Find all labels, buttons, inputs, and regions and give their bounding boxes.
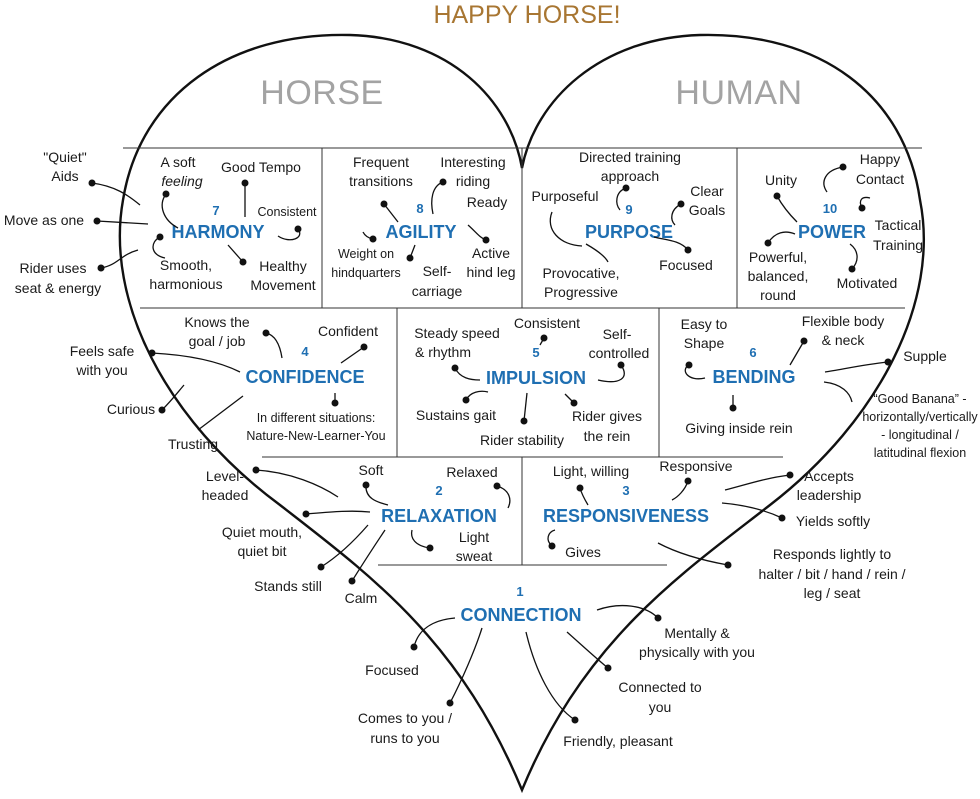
section-name: BENDING [712, 367, 795, 387]
section-number: 8 [416, 201, 423, 216]
label-quiet-aids: "Quiet"Aids [43, 149, 86, 184]
label-trusting: Trusting [168, 436, 218, 452]
label-friendly-pleasant: Friendly, pleasant [563, 733, 673, 749]
section-number: 1 [516, 584, 523, 599]
label-powerful-balanced-round: Powerful,balanced,round [748, 249, 809, 303]
label-giving-inside-rein: Giving inside rein [685, 420, 792, 436]
section-number: 9 [625, 202, 632, 217]
label-flexible-body: Flexible body& neck [802, 313, 885, 348]
section-harmony: 7 HARMONY "Quiet"Aids A soft feeling Goo… [4, 149, 317, 296]
label-confident: Confident [318, 323, 378, 339]
label-focused-connection: Focused [365, 662, 419, 678]
label-soft: Soft [359, 462, 384, 478]
label-motivated: Motivated [837, 275, 898, 291]
label-quiet-mouth: Quiet mouth,quiet bit [222, 524, 302, 559]
side-label-human: HUMAN [675, 74, 802, 112]
label-supple: Supple [903, 348, 947, 364]
section-name: CONFIDENCE [245, 367, 364, 387]
section-name: IMPULSION [486, 368, 586, 388]
heart-outline [118, 33, 925, 794]
section-name: PURPOSE [585, 222, 673, 242]
diagram-title: HAPPY HORSE! [433, 1, 620, 29]
label-good-banana: “Good Banana” -horizontally/vertically- … [862, 392, 978, 460]
label-a-soft: A soft [160, 154, 195, 170]
label-level-headed: Level-headed [202, 468, 249, 503]
label-purposeful: Purposeful [532, 188, 599, 204]
label-curious: Curious [107, 401, 155, 417]
section-name: AGILITY [386, 222, 457, 242]
label-feeling: feeling [161, 173, 202, 189]
section-connection: 1 CONNECTION Mentally &physically with y… [358, 584, 755, 749]
label-consistent-impulsion: Consistent [514, 315, 580, 331]
label-light-willing: Light, willing [553, 463, 629, 479]
section-number: 2 [435, 483, 442, 498]
section-name: RELAXATION [381, 506, 497, 526]
label-yields-softly: Yields softly [796, 513, 870, 529]
label-steady-speed: Steady speed& rhythm [414, 325, 500, 360]
section-number: 6 [749, 345, 756, 360]
section-number: 3 [622, 483, 629, 498]
label-rider-stability: Rider stability [480, 432, 564, 448]
section-number: 4 [301, 344, 309, 359]
label-self-controlled: Self-controlled [589, 326, 650, 361]
label-stands-still: Stands still [254, 578, 322, 594]
label-consistent-harmony: Consistent [257, 205, 317, 219]
label-relaxed: Relaxed [446, 464, 497, 480]
section-relaxation: 2 RELAXATION Level-headed Soft Relaxed Q… [202, 462, 511, 606]
label-sustains-gait: Sustains gait [416, 407, 496, 423]
label-responsive: Responsive [659, 458, 732, 474]
section-number: 7 [212, 203, 219, 218]
section-impulsion: 5 IMPULSION Steady speed& rhythm Consist… [414, 315, 649, 448]
section-responsiveness: 3 RESPONSIVENESS Light, willing Responsi… [543, 458, 906, 601]
section-grid [123, 147, 922, 566]
section-name: HARMONY [172, 222, 265, 242]
label-good-tempo: Good Tempo [221, 159, 301, 175]
label-self-carriage: Self-carriage [412, 263, 463, 299]
label-ready: Ready [467, 194, 507, 210]
section-name: POWER [798, 222, 866, 242]
section-number: 10 [823, 201, 837, 216]
section-name: CONNECTION [461, 605, 582, 625]
label-smooth: Smooth,harmonious [149, 257, 222, 292]
label-move-as-one: Move as one [4, 212, 84, 228]
label-mentally-physically: Mentally &physically with you [639, 625, 755, 660]
label-gives: Gives [565, 544, 601, 560]
label-calm: Calm [345, 590, 378, 606]
section-number: 5 [532, 345, 539, 360]
label-provocative: Provocative,Progressive [542, 265, 619, 300]
label-different-situations: In different situations:Nature-New-Learn… [246, 411, 385, 443]
label-unity: Unity [765, 172, 797, 188]
label-focused-purpose: Focused [659, 257, 713, 273]
label-comes-to-you: Comes to you /runs to you [358, 710, 452, 746]
section-name: RESPONSIVENESS [543, 506, 709, 526]
side-label-horse: HORSE [260, 74, 383, 112]
